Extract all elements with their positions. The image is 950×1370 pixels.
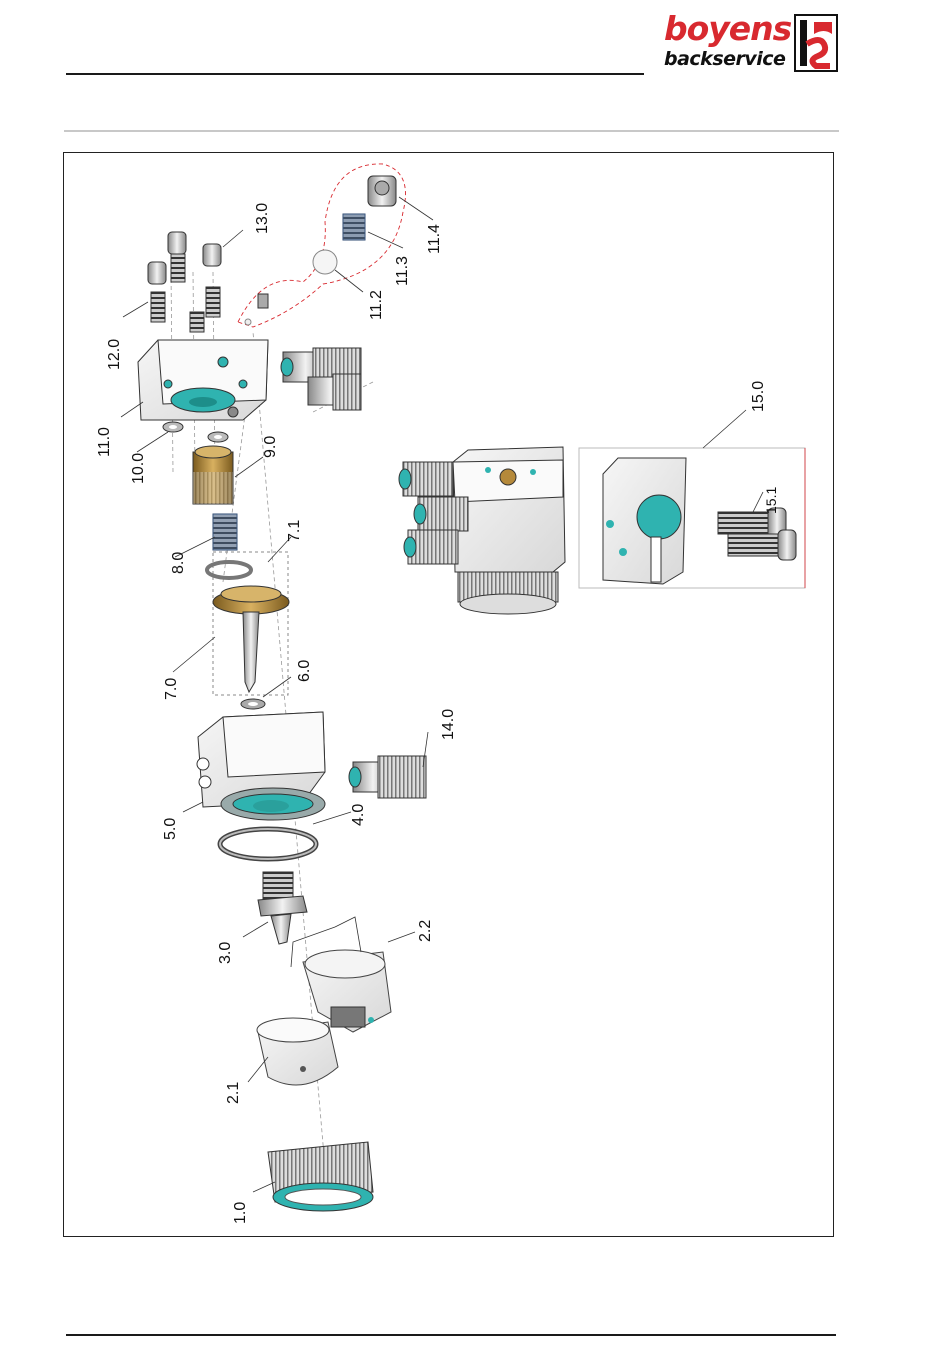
callout-11-2: 11.2 bbox=[368, 290, 385, 320]
callout-2-1: 2.1 bbox=[225, 1082, 242, 1104]
part-12-13-screws bbox=[148, 232, 221, 332]
part-7-needle-valve bbox=[207, 552, 289, 695]
callout-15-1: 15.1 bbox=[763, 487, 779, 514]
exploded-parts-diagram: 1.0 2.1 2.2 3.0 4.0 5.0 6.0 7.0 7.1 8.0 … bbox=[63, 152, 834, 1237]
header-rule bbox=[66, 73, 644, 75]
part-5-main-body bbox=[197, 712, 325, 820]
callout-11-0: 11.0 bbox=[96, 427, 113, 457]
callout-8-0: 8.0 bbox=[170, 552, 187, 574]
boyens-logo: boyens backservice bbox=[660, 10, 840, 74]
callout-15-0: 15.0 bbox=[750, 381, 767, 412]
part-11-top-block bbox=[138, 340, 268, 420]
logo-wordmark-top: boyens bbox=[664, 10, 791, 48]
subheader-rule bbox=[64, 130, 839, 132]
part-1-knurled-nut bbox=[268, 1142, 373, 1211]
footer-rule bbox=[66, 1334, 836, 1336]
part-10-washers bbox=[163, 422, 228, 442]
callout-5-0: 5.0 bbox=[162, 818, 179, 840]
logo-wordmark-bottom: backservice bbox=[664, 48, 785, 70]
callout-2-2: 2.2 bbox=[417, 920, 434, 942]
part-14-fitting bbox=[349, 756, 426, 798]
callout-7-0: 7.0 bbox=[163, 678, 180, 700]
callout-6-0: 6.0 bbox=[296, 660, 313, 682]
callout-1-0: 1.0 bbox=[232, 1202, 249, 1224]
callout-12-0: 12.0 bbox=[106, 339, 123, 370]
callout-4-0: 4.0 bbox=[350, 804, 367, 826]
callout-7-1: 7.1 bbox=[286, 520, 303, 542]
callout-14-0: 14.0 bbox=[440, 709, 457, 740]
callout-10-0: 10.0 bbox=[130, 453, 147, 484]
part-6-washer bbox=[241, 699, 265, 709]
part-2-1-nozzle-cap bbox=[257, 1018, 338, 1085]
bs-logo-mark-icon bbox=[794, 14, 838, 72]
part-8-spring bbox=[213, 514, 237, 550]
part-2-2-nozzle-holder bbox=[303, 950, 391, 1032]
part-15-clamp-group bbox=[579, 448, 805, 588]
part-9-brass-adjuster bbox=[193, 446, 233, 504]
callout-3-0: 3.0 bbox=[217, 942, 234, 964]
callout-9-0: 9.0 bbox=[262, 436, 279, 458]
callout-11-4: 11.4 bbox=[426, 224, 443, 254]
callout-11-3: 11.3 bbox=[394, 256, 411, 286]
callout-13-0: 13.0 bbox=[254, 203, 271, 234]
assembled-unit-view bbox=[399, 447, 565, 614]
part-4-o-ring bbox=[220, 829, 316, 859]
part-3-nozzle-insert bbox=[258, 872, 307, 944]
part-11-fittings bbox=[281, 348, 361, 410]
